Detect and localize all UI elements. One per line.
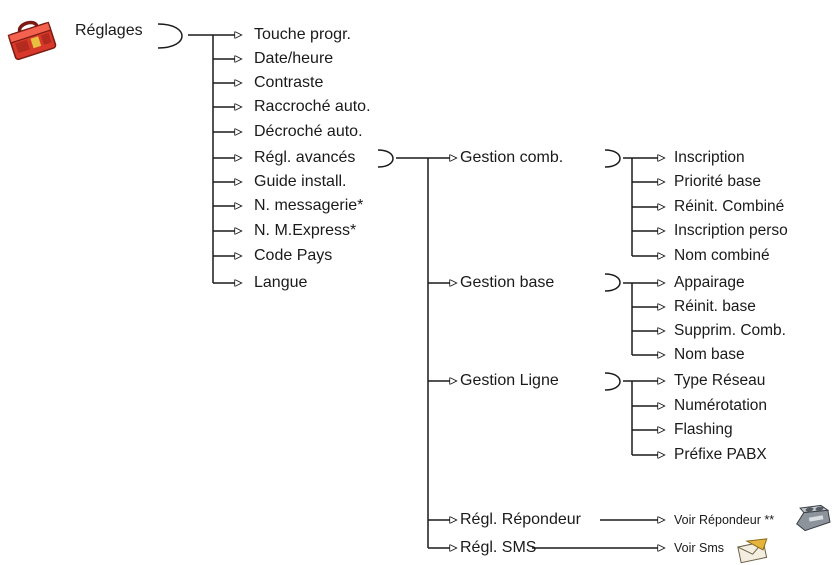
menu-item-touche-progr[interactable]: Touche progr. xyxy=(254,26,351,43)
menu-item-decroche[interactable]: Décroché auto. xyxy=(254,123,363,140)
menu-item-appairage[interactable]: Appairage xyxy=(674,274,745,291)
answering-machine-icon xyxy=(796,504,831,532)
menu-item-raccroche[interactable]: Raccroché auto. xyxy=(254,98,371,115)
menu-item-reinit-combine[interactable]: Réinit. Combiné xyxy=(674,198,785,215)
root-label: Réglages xyxy=(75,22,143,39)
sms-envelope-icon xyxy=(737,538,768,564)
menu-item-regl-avances[interactable]: Régl. avancés xyxy=(254,149,356,166)
menu-item-type-reseau[interactable]: Type Réseau xyxy=(674,372,766,389)
menu-item-inscription[interactable]: Inscription xyxy=(674,149,745,166)
menu-item-flashing[interactable]: Flashing xyxy=(674,421,733,438)
menu-item-supprim-comb[interactable]: Supprim. Comb. xyxy=(674,322,786,339)
menu-item-regl-repondeur[interactable]: Régl. Répondeur xyxy=(460,511,581,528)
menu-item-n-mexpress[interactable]: N. M.Express* xyxy=(254,222,357,239)
menu-item-numerotation[interactable]: Numérotation xyxy=(674,397,768,414)
menu-item-regl-sms[interactable]: Régl. SMS xyxy=(460,539,537,556)
menu-item-nom-base[interactable]: Nom base xyxy=(674,346,745,363)
menu-item-langue[interactable]: Langue xyxy=(254,274,308,291)
menu-item-prefixe-pabx[interactable]: Préfixe PABX xyxy=(674,446,767,463)
menu-item-gestion-base[interactable]: Gestion base xyxy=(460,274,555,291)
menu-item-priorite-base[interactable]: Priorité base xyxy=(674,173,762,190)
toolbox-icon xyxy=(7,20,57,61)
menu-item-date-heure[interactable]: Date/heure xyxy=(254,50,334,67)
menu-item-gestion-comb[interactable]: Gestion comb. xyxy=(460,149,564,166)
menu-item-guide-install[interactable]: Guide install. xyxy=(254,173,347,190)
menu-item-nom-combine[interactable]: Nom combiné xyxy=(674,247,770,264)
menu-item-code-pays[interactable]: Code Pays xyxy=(254,247,333,264)
menu-item-gestion-ligne[interactable]: Gestion Ligne xyxy=(460,372,559,389)
menu-item-contraste[interactable]: Contraste xyxy=(254,74,324,91)
link-voir-sms[interactable]: Voir Sms xyxy=(674,541,725,555)
link-voir-repondeur[interactable]: Voir Répondeur ** xyxy=(674,513,775,527)
menu-item-reinit-base[interactable]: Réinit. base xyxy=(674,298,756,315)
menu-item-inscription-perso[interactable]: Inscription perso xyxy=(674,222,788,239)
menu-item-n-messagerie[interactable]: N. messagerie* xyxy=(254,197,364,214)
